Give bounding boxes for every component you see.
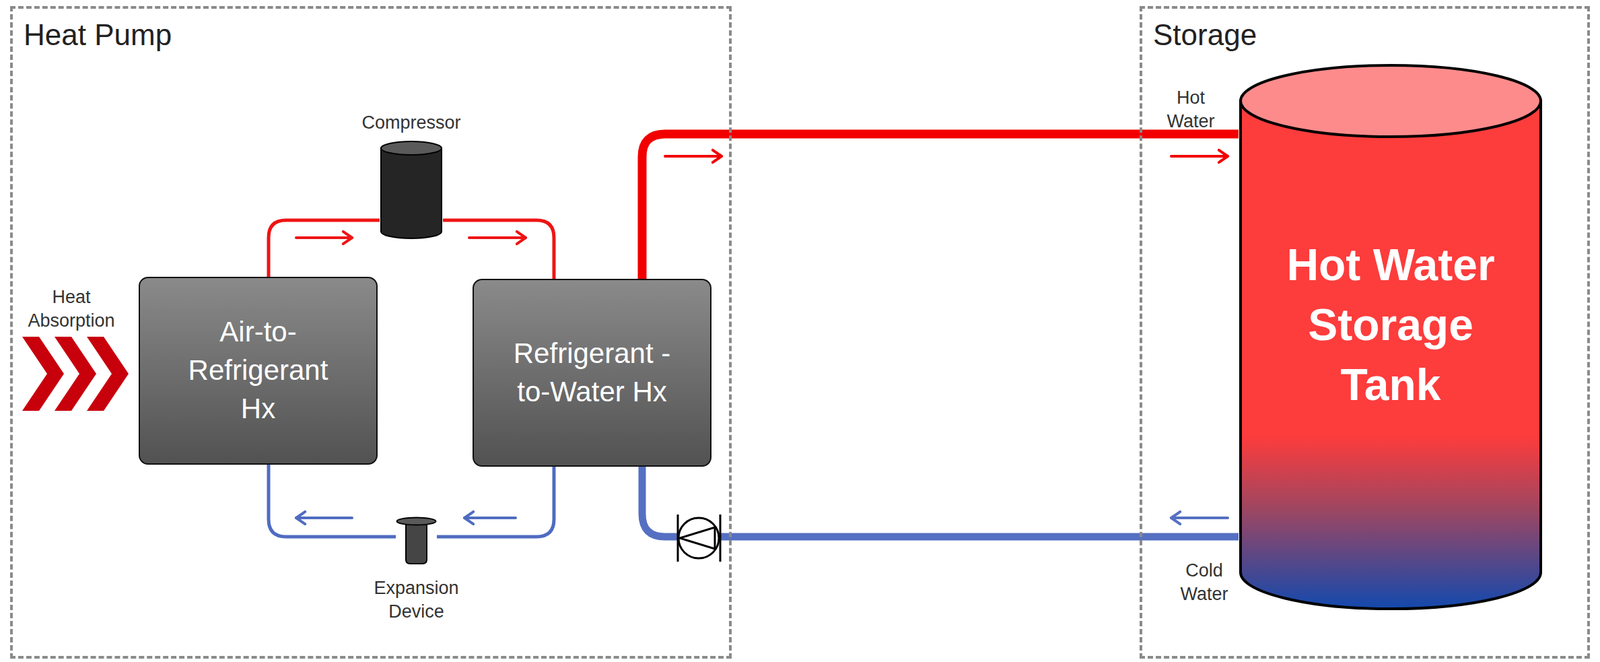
pipe-line [268,464,396,537]
heat-exchanger-box: Refrigerant -to-Water Hx [472,278,712,467]
compressor: Compressor [379,140,443,240]
heat-exchanger-box: Air-to-Refrigerant Hx [138,276,378,465]
heat-pump-region: Heat PumpAir-to-Refrigerant Hx Compressor… [10,6,732,659]
arrow-head [1219,150,1228,163]
pump-symbol [677,514,721,562]
pipe-connector [442,220,554,279]
hot-water-label: Hot Water [1150,86,1232,134]
flow-arrow [1171,154,1228,158]
expansion-device: Expansion Device [395,516,437,565]
hot-water-tank: Hot Water Storage Tank [1238,63,1543,611]
pipe-line [268,220,380,277]
heat-absorption-label: Heat Absorption [20,285,122,333]
node-label: Expansion Device [362,576,471,624]
flow-arrow [665,154,722,158]
flow-arrow [1171,516,1228,519]
cold-water-label: Cold Water [1163,558,1245,606]
arrow-head [516,231,526,244]
pipe-line [442,220,554,279]
region-title: Heat Pump [23,18,172,52]
pipe-connector [268,220,380,277]
flow-arrow [296,236,353,239]
flow-arrow [296,516,353,519]
valve-body [395,516,437,565]
flow-arrow [464,516,516,519]
node-label: Hot Water Storage Tank [1262,234,1519,415]
arrow-head [464,511,474,524]
arrow-head [343,231,353,244]
compressor-body [379,140,443,240]
region-title: Storage [1153,18,1257,52]
node-label: Air-to-Refrigerant Hx [174,312,343,428]
pipe-line [436,466,554,537]
pipe-connector [268,464,396,537]
arrow-head [296,511,305,524]
node-label: Compressor [361,112,461,134]
flow-arrow [469,236,526,239]
arrow-head [1171,511,1180,524]
node-label: Refrigerant -to-Water Hx [508,334,677,411]
arrow-head [712,150,722,163]
heat-chevrons [22,336,129,411]
pipe-connector [436,466,554,537]
